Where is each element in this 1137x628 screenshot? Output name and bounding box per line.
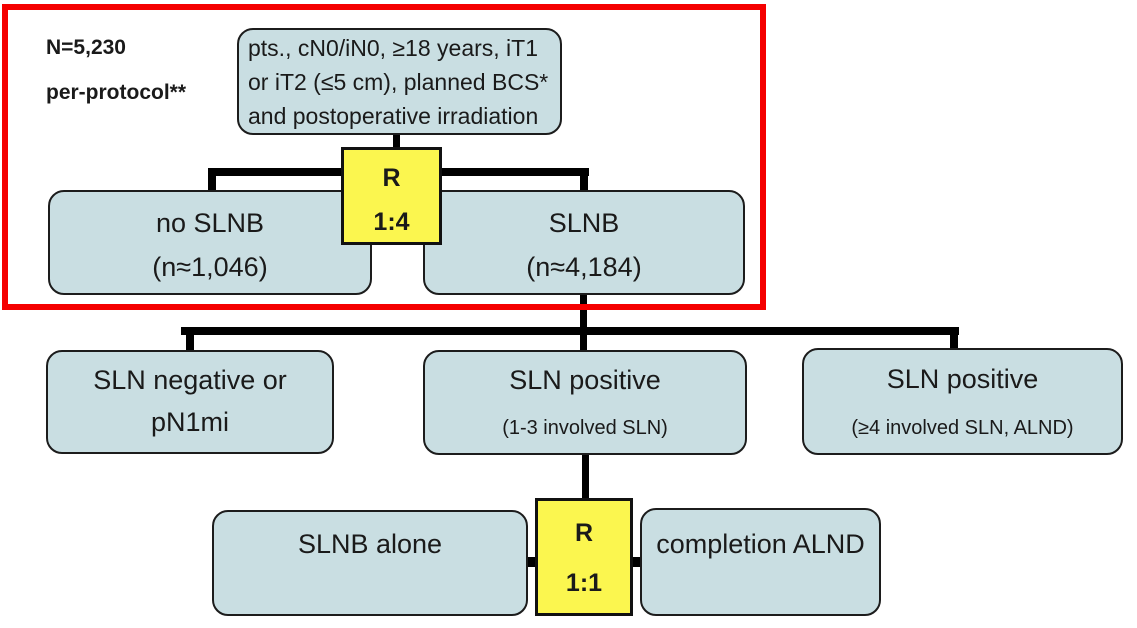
connector-stub-sln-positive4: [950, 327, 958, 351]
arm-completion-alnd-box: completion ALND: [640, 508, 881, 616]
outcome-sln-negative-line1: SLN negative or: [93, 365, 287, 395]
arm-no-slnb-count: (n≈1,046): [152, 252, 268, 282]
arm-slnb-alone-title: SLNB alone: [297, 529, 443, 559]
eligibility-criteria-box: pts., cN0/iN0, ≥18 years, iT1 or iT2 (≤5…: [237, 28, 562, 135]
arm-slnb-count: (n≈4,184): [526, 252, 642, 282]
outcome-sln-positive-1-3-subtitle: (1-3 involved SLN): [502, 417, 668, 439]
connector-nub-completion-alnd: [631, 557, 642, 567]
eligibility-line-2: or iT2 (≤5 cm), planned BCS*: [248, 68, 549, 95]
outcome-sln-positive-1-3-box: SLN positive (1-3 involved SLN): [423, 350, 747, 455]
connector-eligibility-to-r1: [393, 132, 400, 150]
arm-slnb-title: SLNB: [548, 208, 620, 238]
arm-slnb-box: SLNB (n≈4,184): [423, 190, 745, 295]
connector-nub-slnb-alone: [525, 557, 536, 567]
arm-no-slnb-box: no SLNB (n≈1,046): [48, 190, 372, 295]
arm-completion-alnd-title: completion ALND: [656, 529, 865, 559]
outcome-sln-positive-1-3-title: SLN positive: [509, 365, 661, 395]
outcome-sln-positive-4plus-subtitle: (≥4 involved SLN, ALND): [851, 417, 1074, 439]
total-n-label: N=5,230: [46, 36, 126, 59]
randomization-1-ratio: 1:4: [373, 208, 410, 236]
randomization-1-box: R 1:4: [341, 147, 442, 245]
connector-stub-no-slnb: [208, 168, 216, 192]
randomization-2-symbol: R: [574, 519, 594, 547]
randomization-2-ratio: 1:1: [565, 569, 603, 597]
eligibility-line-3: and postoperative irradiation: [248, 102, 539, 129]
outcome-sln-positive-4plus-title: SLN positive: [886, 364, 1039, 394]
connector-stub-slnb: [580, 168, 588, 192]
outcome-sln-positive-4plus-box: SLN positive (≥4 involved SLN, ALND): [802, 348, 1123, 455]
connector-slnb-down: [580, 295, 587, 352]
per-protocol-label: per-protocol**: [46, 81, 187, 104]
connector-split-horizontal: [181, 327, 959, 335]
connector-stub-sln-negative: [186, 327, 194, 351]
arm-no-slnb-title: no SLNB: [155, 208, 265, 238]
connector-midbox-to-r2: [582, 455, 589, 500]
outcome-sln-negative-line2: pN1mi: [150, 407, 230, 437]
randomization-2-box: R 1:1: [535, 498, 633, 616]
randomization-1-symbol: R: [382, 164, 401, 192]
arm-slnb-alone-box: SLNB alone: [212, 510, 528, 616]
eligibility-line-1: pts., cN0/iN0, ≥18 years, iT1: [248, 34, 539, 61]
outcome-sln-negative-box: SLN negative or pN1mi: [46, 350, 334, 454]
